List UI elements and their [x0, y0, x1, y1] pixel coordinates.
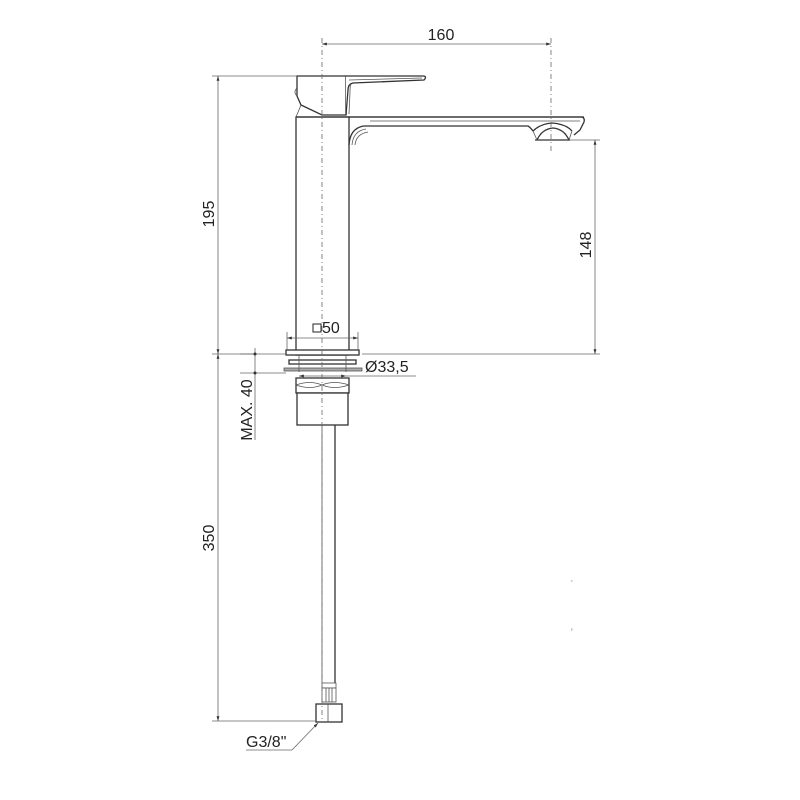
center-lines [321, 38, 552, 720]
dim-spout-reach-label: 160 [428, 27, 455, 44]
dim-total-height: 195 [201, 75, 297, 355]
supply-hose [315, 425, 343, 723]
mounting-assembly [283, 349, 363, 426]
spout [348, 116, 585, 146]
dim-body-square-label: 50 [322, 320, 340, 337]
dim-hose-length: 350 [201, 354, 316, 722]
dim-shank-diameter: Ø33,5 [299, 359, 416, 378]
dim-outlet-height-label: 148 [578, 232, 595, 259]
dim-hose-length-label: 350 [201, 525, 218, 552]
dim-max-deck-thickness: MAX. 40 [239, 348, 286, 441]
dim-spout-reach: 160 [322, 27, 551, 46]
dim-connection-thread: G3/8" [246, 722, 319, 751]
dim-body-square: 50 [286, 320, 359, 350]
lever-handle [294, 75, 427, 118]
stray-marks [571, 580, 573, 631]
dim-outlet-height: 148 [362, 139, 600, 355]
dim-total-height-label: 195 [201, 201, 218, 228]
dim-max-deck-thickness-label: MAX. 40 [239, 379, 256, 440]
dim-connection-thread-label: G3/8" [246, 734, 286, 751]
dim-shank-diameter-label: Ø33,5 [365, 359, 409, 376]
